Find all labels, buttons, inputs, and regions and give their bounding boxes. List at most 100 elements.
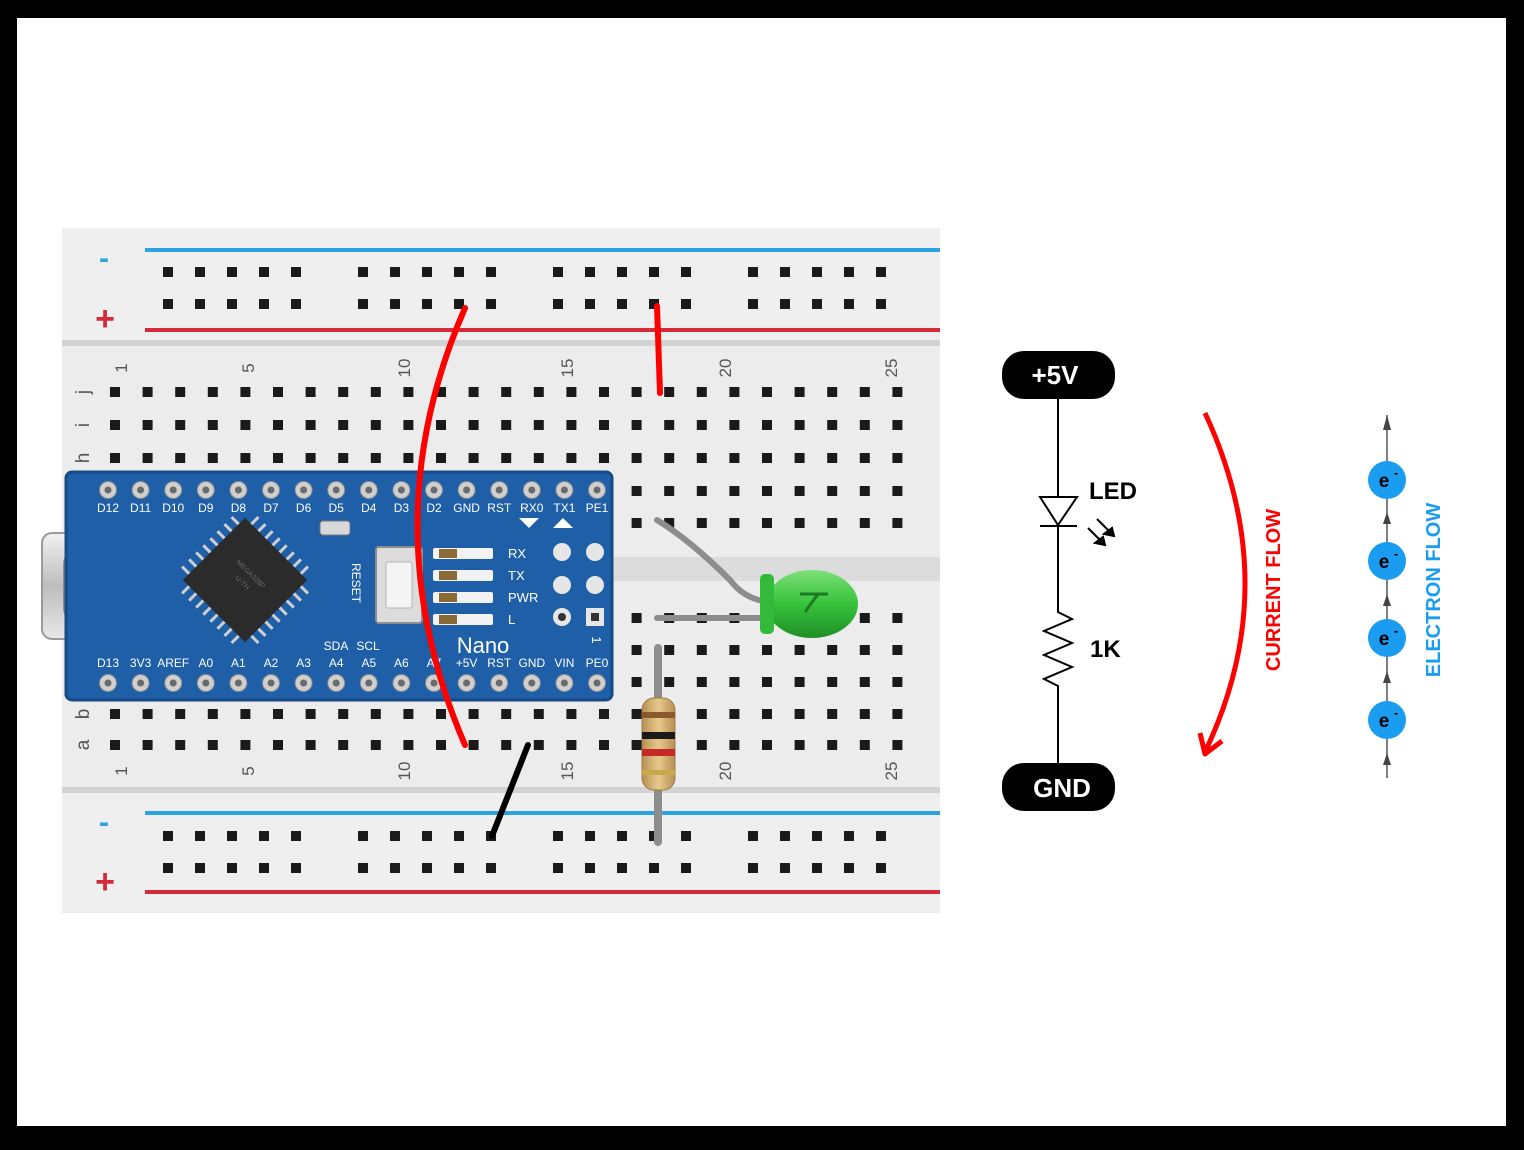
breadboard-hole[interactable] <box>403 387 414 397</box>
rail-hole[interactable] <box>227 267 237 277</box>
breadboard-hole[interactable] <box>305 709 316 719</box>
breadboard-hole[interactable] <box>631 709 642 719</box>
breadboard-hole[interactable] <box>664 387 675 397</box>
rail-hole[interactable] <box>454 831 464 841</box>
rail-hole[interactable] <box>649 863 659 873</box>
breadboard-hole[interactable] <box>827 518 838 528</box>
breadboard-hole[interactable] <box>566 420 577 430</box>
breadboard-hole[interactable] <box>729 486 740 496</box>
breadboard-hole[interactable] <box>436 740 446 750</box>
rail-hole[interactable] <box>585 831 595 841</box>
rail-hole[interactable] <box>358 299 368 309</box>
breadboard-hole[interactable] <box>240 740 251 750</box>
breadboard-hole[interactable] <box>762 453 772 463</box>
breadboard-hole[interactable] <box>827 486 838 496</box>
breadboard-hole[interactable] <box>664 677 675 687</box>
breadboard-hole[interactable] <box>273 740 283 750</box>
rail-hole[interactable] <box>748 299 758 309</box>
rail-hole[interactable] <box>812 299 822 309</box>
rail-hole[interactable] <box>617 299 627 309</box>
breadboard-hole[interactable] <box>696 518 707 528</box>
breadboard-hole[interactable] <box>729 709 740 719</box>
breadboard-hole[interactable] <box>142 709 153 719</box>
breadboard-hole[interactable] <box>631 486 642 496</box>
breadboard-hole[interactable] <box>794 420 805 430</box>
breadboard-hole[interactable] <box>827 453 838 463</box>
breadboard-hole[interactable] <box>599 709 609 719</box>
breadboard-hole[interactable] <box>892 486 903 496</box>
rail-hole[interactable] <box>259 831 269 841</box>
breadboard-hole[interactable] <box>338 709 349 719</box>
breadboard-hole[interactable] <box>599 387 609 397</box>
breadboard-hole[interactable] <box>696 486 707 496</box>
rail-hole[interactable] <box>291 831 301 841</box>
breadboard-hole[interactable] <box>468 420 479 430</box>
breadboard-hole[interactable] <box>273 709 283 719</box>
breadboard-hole[interactable] <box>175 420 186 430</box>
rail-hole[interactable] <box>553 299 563 309</box>
rail-hole[interactable] <box>681 267 691 277</box>
breadboard-hole[interactable] <box>468 709 479 719</box>
breadboard-hole[interactable] <box>370 709 381 719</box>
breadboard-hole[interactable] <box>501 709 512 719</box>
breadboard-hole[interactable] <box>794 677 805 687</box>
breadboard-hole[interactable] <box>892 740 903 750</box>
breadboard-hole[interactable] <box>729 740 740 750</box>
breadboard-hole[interactable] <box>729 518 740 528</box>
breadboard-hole[interactable] <box>859 740 870 750</box>
breadboard-hole[interactable] <box>892 453 903 463</box>
breadboard-hole[interactable] <box>762 709 772 719</box>
breadboard-hole[interactable] <box>664 453 675 463</box>
breadboard-hole[interactable] <box>859 613 870 623</box>
rail-hole[interactable] <box>195 267 205 277</box>
rail-hole[interactable] <box>259 863 269 873</box>
rail-hole[interactable] <box>390 267 400 277</box>
breadboard-hole[interactable] <box>892 677 903 687</box>
breadboard-hole[interactable] <box>762 677 772 687</box>
breadboard-hole[interactable] <box>403 709 414 719</box>
breadboard-hole[interactable] <box>110 387 120 397</box>
rail-hole[interactable] <box>748 267 758 277</box>
breadboard-hole[interactable] <box>729 420 740 430</box>
rail-hole[interactable] <box>649 267 659 277</box>
rail-hole[interactable] <box>681 863 691 873</box>
breadboard-hole[interactable] <box>859 420 870 430</box>
breadboard-hole[interactable] <box>110 709 120 719</box>
breadboard-hole[interactable] <box>533 420 544 430</box>
breadboard-hole[interactable] <box>729 677 740 687</box>
rail-hole[interactable] <box>227 299 237 309</box>
breadboard-hole[interactable] <box>631 453 642 463</box>
breadboard-hole[interactable] <box>794 645 805 655</box>
breadboard-hole[interactable] <box>827 645 838 655</box>
rail-hole[interactable] <box>390 299 400 309</box>
rail-hole[interactable] <box>390 863 400 873</box>
breadboard-hole[interactable] <box>892 518 903 528</box>
breadboard-hole[interactable] <box>664 420 675 430</box>
breadboard-hole[interactable] <box>794 709 805 719</box>
breadboard-hole[interactable] <box>729 387 740 397</box>
breadboard-hole[interactable] <box>664 645 675 655</box>
breadboard-hole[interactable] <box>468 453 479 463</box>
rail-hole[interactable] <box>486 863 496 873</box>
breadboard-hole[interactable] <box>566 387 577 397</box>
breadboard-hole[interactable] <box>273 453 283 463</box>
breadboard-hole[interactable] <box>403 740 414 750</box>
rail-hole[interactable] <box>454 267 464 277</box>
breadboard-hole[interactable] <box>468 740 479 750</box>
breadboard-hole[interactable] <box>207 387 218 397</box>
breadboard-hole[interactable] <box>599 453 609 463</box>
rail-hole[interactable] <box>780 831 790 841</box>
breadboard-hole[interactable] <box>207 740 218 750</box>
breadboard-hole[interactable] <box>827 387 838 397</box>
breadboard-hole[interactable] <box>273 387 283 397</box>
breadboard-hole[interactable] <box>175 453 186 463</box>
breadboard-hole[interactable] <box>631 387 642 397</box>
breadboard-hole[interactable] <box>501 420 512 430</box>
breadboard-hole[interactable] <box>370 420 381 430</box>
breadboard-hole[interactable] <box>827 420 838 430</box>
breadboard-hole[interactable] <box>110 453 120 463</box>
breadboard-hole[interactable] <box>240 709 251 719</box>
rail-hole[interactable] <box>259 299 269 309</box>
breadboard-hole[interactable] <box>696 709 707 719</box>
rail-hole[interactable] <box>163 267 173 277</box>
